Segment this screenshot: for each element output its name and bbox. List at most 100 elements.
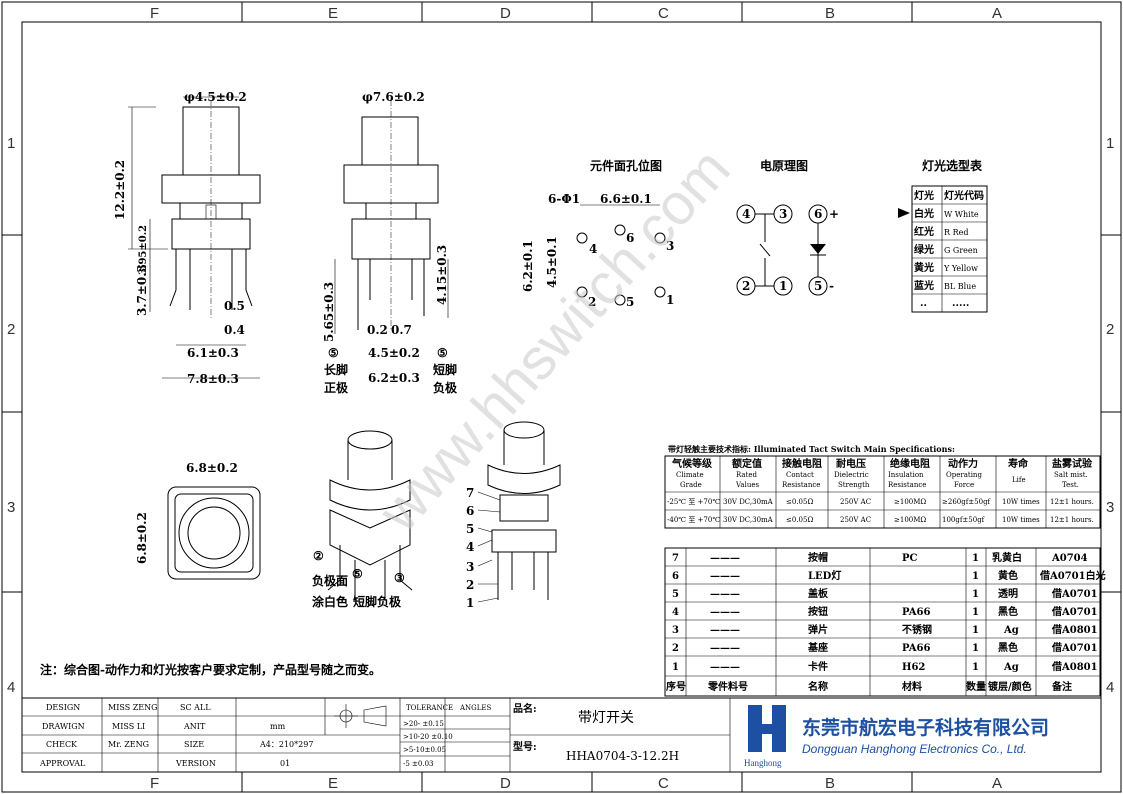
bom-r3-6: 借A0701 xyxy=(1051,605,1098,618)
bom-r0-6: A0704 xyxy=(1051,553,1088,564)
bom-r2-0: 5 xyxy=(672,589,679,600)
note: 注：综合图-动作力和灯光按客户要求定制，产品型号随之而变。 xyxy=(40,662,381,677)
spec-h2-2: Resistance xyxy=(782,481,820,489)
front-pins xyxy=(169,249,253,310)
tb-r0-c2: SC ALL xyxy=(180,703,211,712)
exploded-3: 3 xyxy=(466,560,474,574)
spec-h1-1: Rated xyxy=(736,471,758,479)
tb-r0-c1: MISS ZENG xyxy=(108,703,158,712)
led-r0-c0: 白光 xyxy=(914,207,934,220)
spec-r0-5: ≥260gf±50gf xyxy=(942,498,992,506)
pcb-h1: 6.2±0.1 xyxy=(521,240,535,292)
iso-n5: ⑤ xyxy=(352,567,363,581)
zone-row-3: 3 xyxy=(7,499,15,516)
iso-neg-face: 负极面 xyxy=(312,573,348,588)
dim-front-pin-w2: 0.4 xyxy=(224,323,245,337)
dim-side-b: 0.7 xyxy=(391,323,412,337)
bom-r3-2: 按钮 xyxy=(808,605,828,618)
led-r5-c0: .. xyxy=(920,298,927,309)
spec-r0-7: 12±1 hours. xyxy=(1050,498,1094,506)
spec-r1-3: 250V AC xyxy=(840,516,871,524)
zone-col-c-bottom: C xyxy=(658,775,669,792)
spec-h0-0: 气候等级 xyxy=(671,457,713,470)
spec-h7-2: Test. xyxy=(1062,481,1079,489)
tb-name: 带灯开关 xyxy=(578,710,634,726)
plan-view: 6.8±0.2 6.8±0.2 xyxy=(135,461,261,580)
led-r4-c0: 蓝光 xyxy=(914,279,934,292)
led-r3-c1: Y Yellow xyxy=(943,264,978,273)
bom-h4: 数量 xyxy=(966,680,986,693)
company-name-en: Dongguan Hanghong Electronics Co., Ltd. xyxy=(802,742,1027,756)
led-h0: 灯光 xyxy=(914,189,934,202)
iso-n3: ③ xyxy=(394,571,405,585)
spec-table: 带灯轻触主要技术指标: Illuminated Tact Switch Main… xyxy=(664,444,1101,529)
spec-r0-3: 250V AC xyxy=(840,498,871,506)
spec-r0-0: -25℃ 至 +70℃ xyxy=(667,498,720,506)
exploded-view: 7 6 5 4 3 2 1 xyxy=(466,421,561,610)
pcb-pin-3: 3 xyxy=(666,239,674,253)
zone-row-2-right: 2 xyxy=(1106,321,1114,338)
tb-tol-1: >10-20 ±0.10 xyxy=(403,733,453,741)
bom-r6-5: Ag xyxy=(1003,662,1019,673)
exploded-1: 1 xyxy=(466,596,474,610)
dim-side-top-dia: φ7.6±0.2 xyxy=(362,90,425,104)
circuit-n5: 5 xyxy=(814,279,822,293)
bom-h3: 材料 xyxy=(902,680,922,693)
zone-col-b-bottom: B xyxy=(825,775,835,792)
spec-h0-2: Grade xyxy=(680,481,702,489)
dim-front-w2: 7.8±0.3 xyxy=(187,372,239,386)
spec-r1-6: 10W times xyxy=(1002,516,1040,524)
tb-r1-c0: DRAWIGN xyxy=(42,722,85,731)
tb-tol-0: >20- ±0.15 xyxy=(403,720,444,728)
spec-r0-4: ≥100MΩ xyxy=(894,498,926,506)
h-logo-icon xyxy=(748,705,786,752)
bom-r2-2: 盖板 xyxy=(808,587,829,600)
zone-row-2: 2 xyxy=(7,321,15,338)
side-left-l1: 长脚 xyxy=(324,362,348,377)
spec-h5-2: Force xyxy=(954,481,974,489)
spec-h1-0: 额定值 xyxy=(732,457,762,470)
bom-r1-1: ——— xyxy=(710,571,740,582)
spec-caption: 带灯轻触主要技术指标: Illuminated Tact Switch Main… xyxy=(668,444,955,454)
bom-r3-5: 黑色 xyxy=(998,605,1018,618)
led-r2-c0: 绿光 xyxy=(914,243,934,256)
bom-r3-3: PA66 xyxy=(902,607,931,618)
zone-col-f: F xyxy=(150,5,159,22)
led-table: 灯光选型表 灯光 灯光代码 白光 W White 红光 R Red 绿光 G G… xyxy=(898,158,988,313)
tb-tol-2: >5-10±0.05 xyxy=(403,746,446,754)
exploded-2: 2 xyxy=(466,578,474,592)
circuit-plus: + xyxy=(829,207,839,221)
side-right-l1: 短脚 xyxy=(433,362,457,377)
spec-r0-2: ≤0.05Ω xyxy=(786,498,813,506)
tb-tol-3: -5 ±0.03 xyxy=(403,760,434,768)
dim-front-body-h: 3.95±0.2 xyxy=(138,225,149,275)
tb-r1-c3: mm xyxy=(270,722,286,731)
side-cap xyxy=(361,116,419,166)
zone-labels: F E D C B A F E D C B A 1 2 3 4 1 2 3 4 xyxy=(7,5,1114,792)
spec-h2-0: 接触电阻 xyxy=(782,457,822,470)
side-right-num: ⑤ xyxy=(437,346,448,360)
spec-h6-1: Life xyxy=(1012,476,1026,484)
circuit-n2: 2 xyxy=(742,279,750,293)
bom-r5-2: 基座 xyxy=(807,641,828,654)
bom-r1-2: LED灯 xyxy=(808,569,841,582)
bom-r5-4: 1 xyxy=(972,643,979,654)
bom-r0-4: 1 xyxy=(972,553,979,564)
exploded-5: 5 xyxy=(466,522,474,536)
bom-h6: 备注 xyxy=(1051,680,1072,693)
spec-h2-1: Contact xyxy=(786,471,814,479)
zone-col-a-bottom: A xyxy=(992,775,1002,792)
tb-model-label: 型号: xyxy=(513,740,537,753)
zone-row-1-right: 1 xyxy=(1106,135,1114,152)
zone-col-e: E xyxy=(328,5,338,22)
bom-h1: 零件料号 xyxy=(707,680,748,693)
spec-r1-0: -40℃ 至 +70℃ xyxy=(667,516,720,524)
led-r3-c0: 黄光 xyxy=(914,261,934,274)
tb-name-label: 品名: xyxy=(513,702,537,715)
pcb-title: 元件面孔位图 xyxy=(590,158,662,173)
bom-r0-0: 7 xyxy=(672,553,679,564)
bom-r4-0: 3 xyxy=(672,625,679,636)
